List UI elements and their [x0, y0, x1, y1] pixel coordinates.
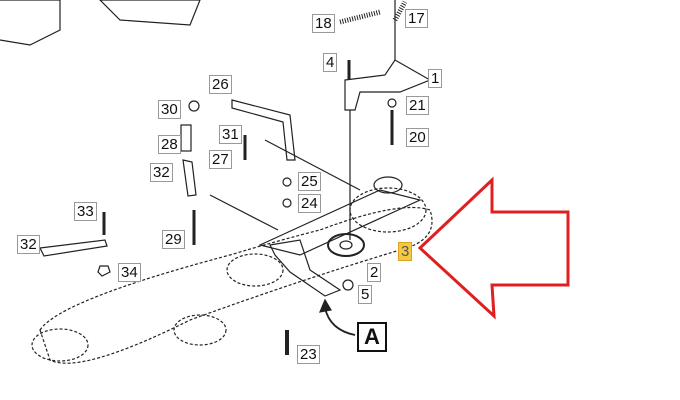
idler-pulley-2 [327, 233, 365, 257]
frame-part [0, 0, 61, 46]
pulley [173, 314, 227, 346]
washer-25 [282, 177, 292, 187]
callout-33: 33 [74, 202, 97, 221]
callout-4: 4 [323, 53, 338, 72]
callout-26: 26 [209, 75, 232, 94]
bracket-1 [344, 59, 432, 111]
nut-5 [342, 279, 354, 291]
washer-24 [282, 198, 292, 208]
idler-arm [269, 239, 342, 297]
callout-18: 18 [312, 14, 335, 33]
callout-29: 29 [162, 230, 185, 249]
callout-31: 31 [219, 125, 242, 144]
washer-21 [387, 98, 397, 108]
callout-30: 30 [158, 100, 181, 119]
pulley [226, 253, 284, 287]
callout-20: 20 [406, 128, 429, 147]
callout-25: 25 [298, 172, 321, 191]
callout-34: 34 [118, 263, 141, 282]
spring-18 [339, 9, 381, 25]
callout-1: 1 [428, 69, 443, 88]
callout-27: 27 [209, 150, 232, 169]
nut-34 [97, 265, 111, 277]
callout-3-highlighted: 3 [398, 242, 413, 261]
belt-3 [258, 189, 422, 256]
callout-17: 17 [405, 9, 428, 28]
red-pointer-arrow [417, 176, 570, 320]
callout-21: 21 [406, 96, 429, 115]
callout-23: 23 [297, 345, 320, 364]
plate-32b [39, 239, 108, 257]
pulley [31, 328, 89, 362]
bracket-26 [231, 99, 296, 161]
callout-32b: 32 [17, 235, 40, 254]
idler-hub [339, 240, 353, 250]
nut-30 [188, 100, 200, 112]
leader [209, 194, 279, 231]
callout-24: 24 [298, 194, 321, 213]
plate-32 [182, 159, 197, 197]
callout-28: 28 [158, 135, 181, 154]
callout-5: 5 [358, 285, 373, 304]
leader [264, 139, 361, 191]
view-label-a: A [357, 322, 387, 352]
spacer-28 [180, 124, 192, 152]
view-arrow [324, 307, 356, 336]
callout-32: 32 [150, 163, 173, 182]
frame-part [99, 0, 201, 26]
spring-17 [392, 0, 408, 22]
spindle-hub [373, 176, 403, 194]
view-arrowhead [319, 298, 332, 313]
callout-2: 2 [367, 263, 382, 282]
